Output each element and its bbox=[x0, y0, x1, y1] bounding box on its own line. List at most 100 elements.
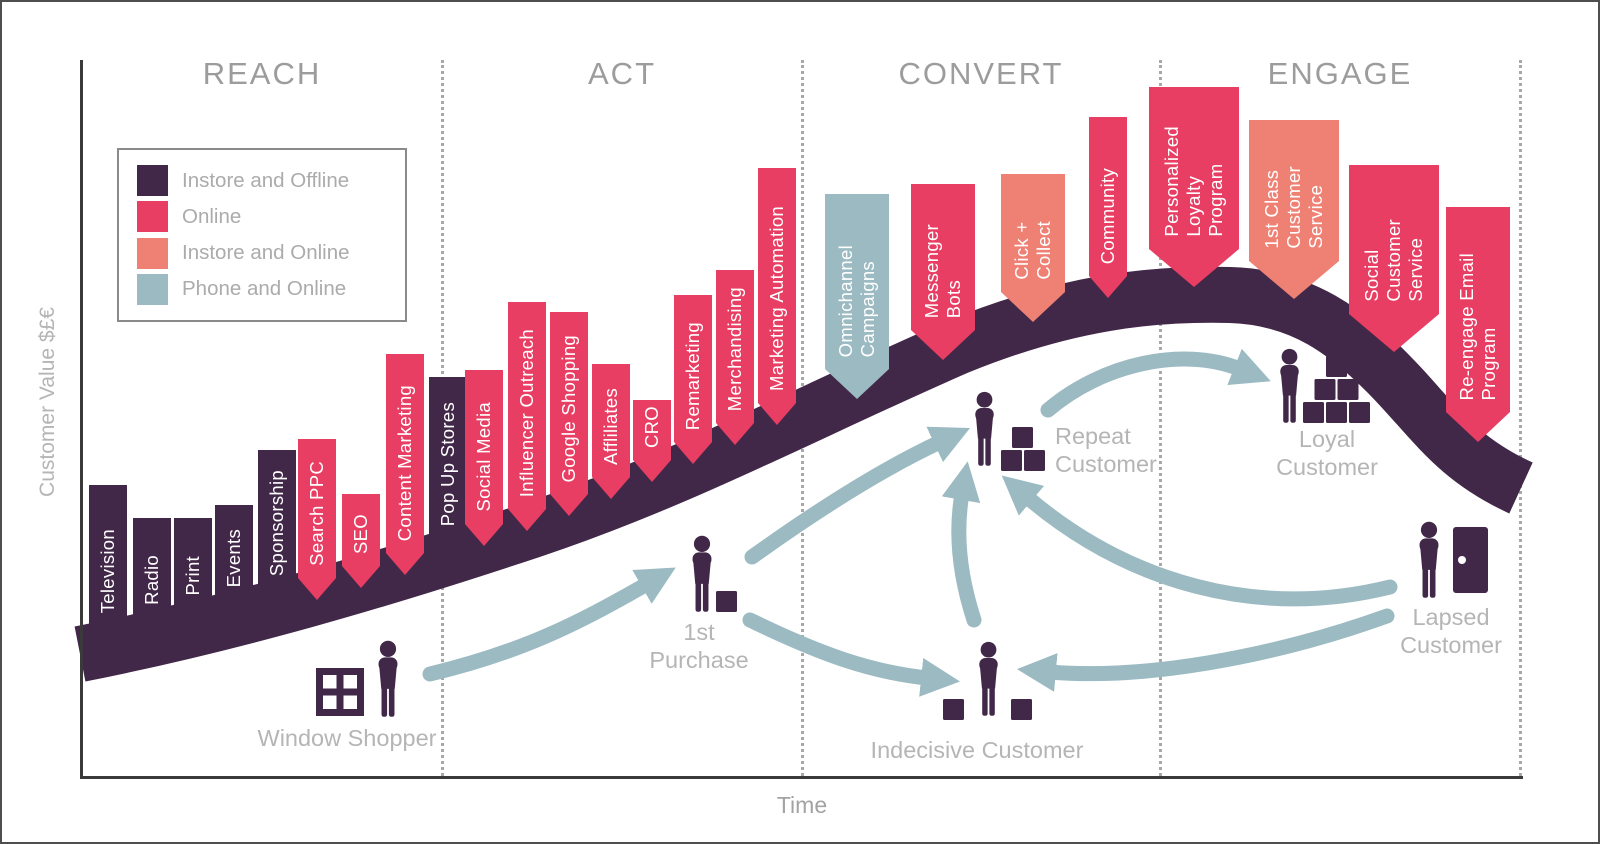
legend-swatch-instore-offline bbox=[137, 165, 168, 196]
door-icon bbox=[1453, 527, 1488, 593]
phase-header-engage: ENGAGE bbox=[1267, 56, 1413, 91]
purchase-box-icon bbox=[1326, 402, 1347, 423]
indecisive-customer-figure bbox=[943, 641, 1032, 720]
lapsed-customer-label: Lapsed Customer bbox=[1400, 604, 1502, 658]
legend-item-instore-offline: Instore and Offline bbox=[137, 165, 387, 196]
x-axis-label: Time bbox=[776, 792, 828, 818]
purchase-box-icon bbox=[716, 591, 737, 612]
purchase-box-icon bbox=[1012, 427, 1033, 448]
arrow-indecisive-to-repeat bbox=[941, 461, 982, 628]
window-icon bbox=[316, 668, 364, 716]
banner-label: SEO bbox=[350, 514, 371, 554]
arrow-repeat-to-loyal bbox=[1040, 348, 1271, 418]
banner-1st-class-customer-service: 1st Class Customer Service bbox=[1249, 120, 1339, 299]
banner-omnichannel-campaigns: Omnichannel Campaigns bbox=[825, 194, 889, 399]
person-icon bbox=[1419, 521, 1439, 598]
journey-figures bbox=[316, 348, 1488, 720]
repeat-customer-label: Repeat Customer bbox=[1055, 423, 1157, 477]
banner-messenger-bots: Messenger Bots bbox=[911, 184, 975, 360]
banner-label: Omnichannel Campaigns bbox=[835, 244, 878, 357]
first-purchase-figure bbox=[692, 535, 737, 612]
banner-label: CRO bbox=[641, 405, 662, 448]
door-handle bbox=[1458, 556, 1466, 564]
legend-label: Instore and Online bbox=[182, 241, 350, 265]
banner-affliliates: Affliliates bbox=[592, 364, 630, 499]
banner-label: Social Customer Service bbox=[1361, 219, 1426, 302]
customer-value-curve bbox=[74, 266, 1534, 682]
legend-swatch-instore-online bbox=[137, 237, 168, 269]
legend-item-online: Online bbox=[137, 201, 387, 233]
legend-item-instore-online: Instore and Online bbox=[137, 237, 387, 269]
banner-marketing-automation: Marketing Automation bbox=[758, 168, 796, 425]
banner-sponsorship: Sponsorship bbox=[258, 450, 296, 610]
banner-label: Content Marketing bbox=[394, 384, 415, 541]
banner-label: Sponsorship bbox=[266, 469, 287, 576]
banner-label: Messenger Bots bbox=[921, 223, 964, 318]
y-axis-label: Customer Value $£€ bbox=[36, 307, 59, 497]
legend-label: Online bbox=[182, 204, 242, 228]
purchase-box-icon bbox=[1326, 356, 1347, 377]
phase-header-reach: REACH bbox=[202, 56, 322, 91]
purchase-box-icon bbox=[1303, 402, 1324, 423]
legend-label: Phone and Online bbox=[182, 277, 347, 301]
y-axis-line bbox=[80, 60, 83, 779]
person-icon bbox=[1280, 348, 1299, 423]
divider-engage-end bbox=[1519, 60, 1522, 776]
banner-label: Search PPC bbox=[306, 461, 327, 566]
purchase-box-icon bbox=[943, 699, 964, 720]
banner-label: Television bbox=[97, 528, 118, 613]
banner-events: Events bbox=[215, 505, 253, 621]
legend-label: Instore and Offline bbox=[182, 168, 350, 192]
banner-click-collect: Click + Collect bbox=[1001, 174, 1065, 322]
banner-label: Marketing Automation bbox=[766, 206, 787, 391]
banner-label: Radio bbox=[141, 555, 162, 605]
banner-label: Community bbox=[1097, 167, 1118, 264]
arrow-lapsed-to-indecisive bbox=[1016, 608, 1395, 692]
divider-convert-engage bbox=[1159, 60, 1162, 776]
person-icon bbox=[692, 535, 712, 612]
arrow-window-shopper-to-first-purchase bbox=[422, 567, 676, 682]
banner-label: Google Shopping bbox=[558, 334, 579, 482]
banner-merchandising: Merchandising bbox=[716, 270, 754, 445]
lapsed-customer-figure bbox=[1419, 521, 1488, 598]
banner-label: Social Media bbox=[473, 402, 494, 512]
banner-search-ppc: Search PPC bbox=[298, 439, 336, 600]
purchase-box-icon bbox=[1001, 450, 1022, 471]
banner-label: 1st Class Customer Service bbox=[1261, 166, 1326, 249]
banner-pop-up-stores: Pop Up Stores bbox=[429, 377, 467, 560]
banner-radio: Radio bbox=[133, 518, 171, 639]
purchase-box-icon bbox=[1314, 379, 1336, 400]
banner-label: Re-engage Email Program bbox=[1456, 252, 1499, 400]
arrow-first-purchase-to-indecisive bbox=[742, 612, 960, 697]
banner-influencer-outreach: Influencer Outreach bbox=[508, 302, 546, 531]
person-icon bbox=[979, 641, 998, 716]
window-shopper-label: Window Shopper bbox=[257, 725, 437, 751]
banner-seo: SEO bbox=[342, 494, 380, 588]
banner-remarketing: Remarketing bbox=[674, 295, 712, 464]
x-axis-line bbox=[80, 776, 1523, 779]
legend: Instore and Offline Online Instore and O… bbox=[117, 148, 407, 322]
banner-social-media: Social Media bbox=[465, 370, 503, 546]
arrow-first-purchase-to-repeat bbox=[744, 426, 971, 565]
banner-television: Television bbox=[89, 485, 127, 647]
banner-content-marketing: Content Marketing bbox=[386, 354, 424, 575]
purchase-box-icon bbox=[1337, 379, 1359, 400]
legend-swatch-online bbox=[137, 201, 168, 233]
first-purchase-label: 1st Purchase bbox=[649, 619, 749, 673]
repeat-customer-figure bbox=[975, 391, 1045, 471]
person-icon bbox=[975, 391, 994, 466]
banner-re-engage-email-program: Re-engage Email Program bbox=[1446, 207, 1510, 442]
banner-social-customer-service: Social Customer Service bbox=[1349, 165, 1439, 352]
window-shopper-figure bbox=[316, 640, 398, 717]
journey-arrows bbox=[422, 348, 1398, 697]
banner-label: Influencer Outreach bbox=[516, 328, 537, 497]
banner-label: Click + Collect bbox=[1011, 221, 1054, 280]
legend-swatch-phone-online bbox=[137, 273, 168, 305]
banner-personalized-loyalty-program: Personalized Loyalty Program bbox=[1149, 87, 1239, 287]
purchase-box-icon bbox=[1349, 402, 1370, 423]
legend-item-phone-online: Phone and Online bbox=[137, 273, 387, 305]
arrow-lapsed-to-repeat bbox=[1001, 475, 1398, 607]
indecisive-customer-label: Indecisive Customer bbox=[870, 737, 1084, 763]
banner-print: Print bbox=[174, 518, 212, 630]
